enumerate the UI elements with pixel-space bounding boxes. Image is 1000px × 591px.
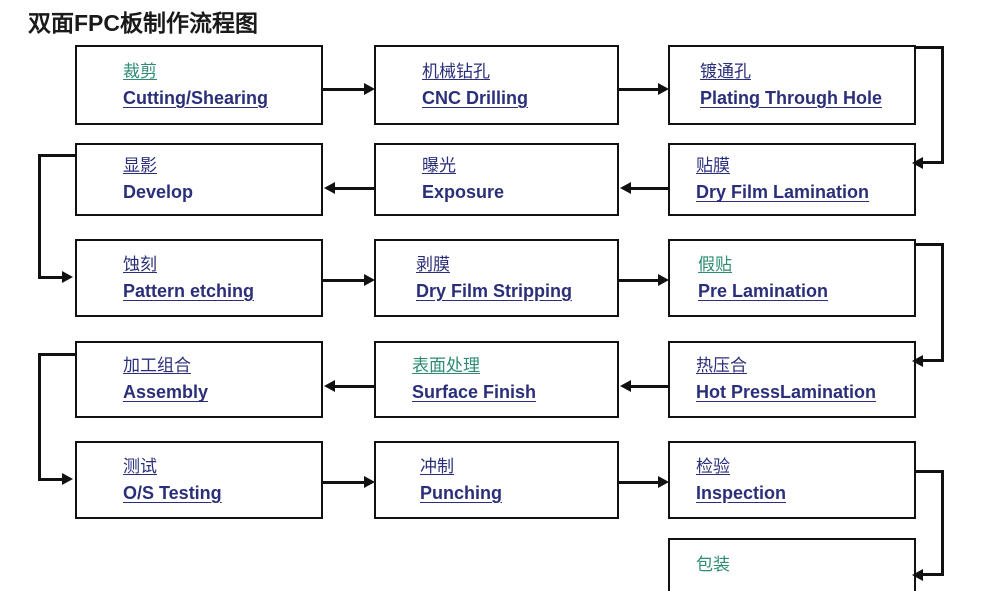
node-assembly[interactable]: 加工组合 Assembly bbox=[75, 341, 323, 418]
edge-cutting-to-drilling bbox=[323, 88, 366, 91]
node-dfl-en: Dry Film Lamination bbox=[696, 182, 870, 203]
node-develop[interactable]: 显影 Develop bbox=[75, 143, 323, 216]
node-inspection-cn: 检验 bbox=[696, 456, 730, 476]
edge-punching-to-inspection-arrow bbox=[658, 476, 669, 488]
node-cutting[interactable]: 裁剪 Cutting/Shearing bbox=[75, 45, 323, 125]
node-pattern-etching[interactable]: 蚀刻 Pattern etching bbox=[75, 239, 323, 317]
node-ostesting-en: O/S Testing bbox=[123, 482, 222, 503]
edge-pth-to-dfl-bottom bbox=[920, 161, 944, 164]
edge-prelam-to-hotpress-top bbox=[916, 243, 944, 246]
edge-ostesting-to-punching bbox=[323, 481, 366, 484]
edge-hotpress-to-surface-arrow bbox=[620, 380, 631, 392]
node-pth-cn: 镀通孔 bbox=[700, 61, 751, 81]
page-title: 双面FPC板制作流程图 bbox=[28, 10, 258, 36]
node-drilling[interactable]: 机械钻孔 CNC Drilling bbox=[374, 45, 619, 125]
edge-develop-to-etching-bottom bbox=[38, 276, 65, 279]
edge-drilling-to-pth bbox=[619, 88, 661, 91]
node-pre-lamination[interactable]: 假贴 Pre Lamination bbox=[668, 239, 916, 317]
edge-prelam-to-hotpress-arrow bbox=[912, 355, 923, 367]
edge-inspection-to-packaging-arrow bbox=[912, 569, 923, 581]
node-exposure-cn: 曝光 bbox=[422, 156, 456, 176]
node-prelam-cn: 假贴 bbox=[698, 254, 732, 274]
node-plating-through-hole[interactable]: 镀通孔 Plating Through Hole bbox=[668, 45, 916, 125]
node-hot-press-lamination[interactable]: 热压合 Hot PressLamination bbox=[668, 341, 916, 418]
edge-exposure-to-develop bbox=[333, 187, 374, 190]
edge-assembly-to-ostesting-bottom bbox=[38, 478, 65, 481]
node-hotpress-en: Hot PressLamination bbox=[696, 382, 877, 403]
node-etching-en: Pattern etching bbox=[123, 280, 255, 301]
node-stripping-en: Dry Film Stripping bbox=[416, 280, 573, 301]
edge-pth-to-dfl-vert bbox=[941, 46, 944, 163]
edge-etching-to-stripping-arrow bbox=[364, 274, 375, 286]
edge-develop-to-etching-arrow bbox=[62, 271, 73, 283]
edge-surface-to-assembly bbox=[333, 385, 374, 388]
edge-stripping-to-prelam-arrow bbox=[658, 274, 669, 286]
node-assembly-en: Assembly bbox=[123, 382, 209, 403]
node-prelam-en: Pre Lamination bbox=[698, 280, 829, 301]
node-punching-cn: 冲制 bbox=[420, 456, 454, 476]
node-inspection-en: Inspection bbox=[696, 482, 787, 503]
edge-etching-to-stripping bbox=[323, 279, 366, 282]
edge-cutting-to-drilling-arrow bbox=[364, 83, 375, 95]
node-dry-film-stripping[interactable]: 剥膜 Dry Film Stripping bbox=[374, 239, 619, 317]
edge-surface-to-assembly-arrow bbox=[324, 380, 335, 392]
edge-drilling-to-pth-arrow bbox=[658, 83, 669, 95]
node-develop-en: Develop bbox=[123, 182, 194, 203]
node-etching-cn: 蚀刻 bbox=[123, 254, 157, 274]
edge-stripping-to-prelam bbox=[619, 279, 661, 282]
node-stripping-cn: 剥膜 bbox=[416, 254, 450, 274]
node-exposure-en: Exposure bbox=[422, 182, 505, 203]
node-os-testing[interactable]: 测试 O/S Testing bbox=[75, 441, 323, 519]
node-surface-cn: 表面处理 bbox=[412, 356, 480, 376]
edge-prelam-to-hotpress-bottom bbox=[920, 359, 944, 362]
node-surface-finish[interactable]: 表面处理 Surface Finish bbox=[374, 341, 619, 418]
edge-assembly-to-ostesting-vert bbox=[38, 353, 41, 480]
edge-pth-to-dfl-arrow bbox=[912, 157, 923, 169]
edge-dfl-to-exposure-arrow bbox=[620, 182, 631, 194]
node-inspection[interactable]: 检验 Inspection bbox=[668, 441, 916, 519]
node-assembly-cn: 加工组合 bbox=[123, 356, 191, 376]
node-ostesting-cn: 测试 bbox=[123, 456, 157, 476]
edge-punching-to-inspection bbox=[619, 481, 661, 484]
edge-pth-to-dfl-top bbox=[916, 46, 944, 49]
node-hotpress-cn: 热压合 bbox=[696, 356, 747, 376]
node-pth-en: Plating Through Hole bbox=[700, 87, 882, 108]
edge-inspection-to-packaging-bottom bbox=[920, 573, 944, 576]
edge-exposure-to-develop-arrow bbox=[324, 182, 335, 194]
node-cutting-en: Cutting/Shearing bbox=[123, 87, 268, 108]
edge-assembly-to-ostesting-top bbox=[38, 353, 77, 356]
node-develop-cn: 显影 bbox=[123, 156, 157, 176]
node-packaging-cn: 包装 bbox=[696, 555, 730, 575]
edge-dfl-to-exposure bbox=[629, 187, 668, 190]
edge-inspection-to-packaging-vert bbox=[941, 470, 944, 575]
edge-ostesting-to-punching-arrow bbox=[364, 476, 375, 488]
node-packaging[interactable]: 包装 bbox=[668, 538, 916, 591]
edge-assembly-to-ostesting-arrow bbox=[62, 473, 73, 485]
edge-inspection-to-packaging-top bbox=[916, 470, 944, 473]
node-dry-film-lamination[interactable]: 贴膜 Dry Film Lamination bbox=[668, 143, 916, 216]
node-drilling-en: CNC Drilling bbox=[422, 87, 528, 108]
node-dfl-cn: 贴膜 bbox=[696, 156, 730, 176]
node-exposure[interactable]: 曝光 Exposure bbox=[374, 143, 619, 216]
node-punching-en: Punching bbox=[420, 482, 502, 503]
node-surface-en: Surface Finish bbox=[412, 382, 537, 403]
edge-prelam-to-hotpress-vert bbox=[941, 243, 944, 361]
edge-hotpress-to-surface bbox=[629, 385, 668, 388]
node-punching[interactable]: 冲制 Punching bbox=[374, 441, 619, 519]
node-drilling-cn: 机械钻孔 bbox=[422, 61, 490, 81]
edge-develop-to-etching-top bbox=[38, 154, 77, 157]
edge-develop-to-etching-vert bbox=[38, 154, 41, 278]
node-cutting-cn: 裁剪 bbox=[123, 61, 157, 81]
